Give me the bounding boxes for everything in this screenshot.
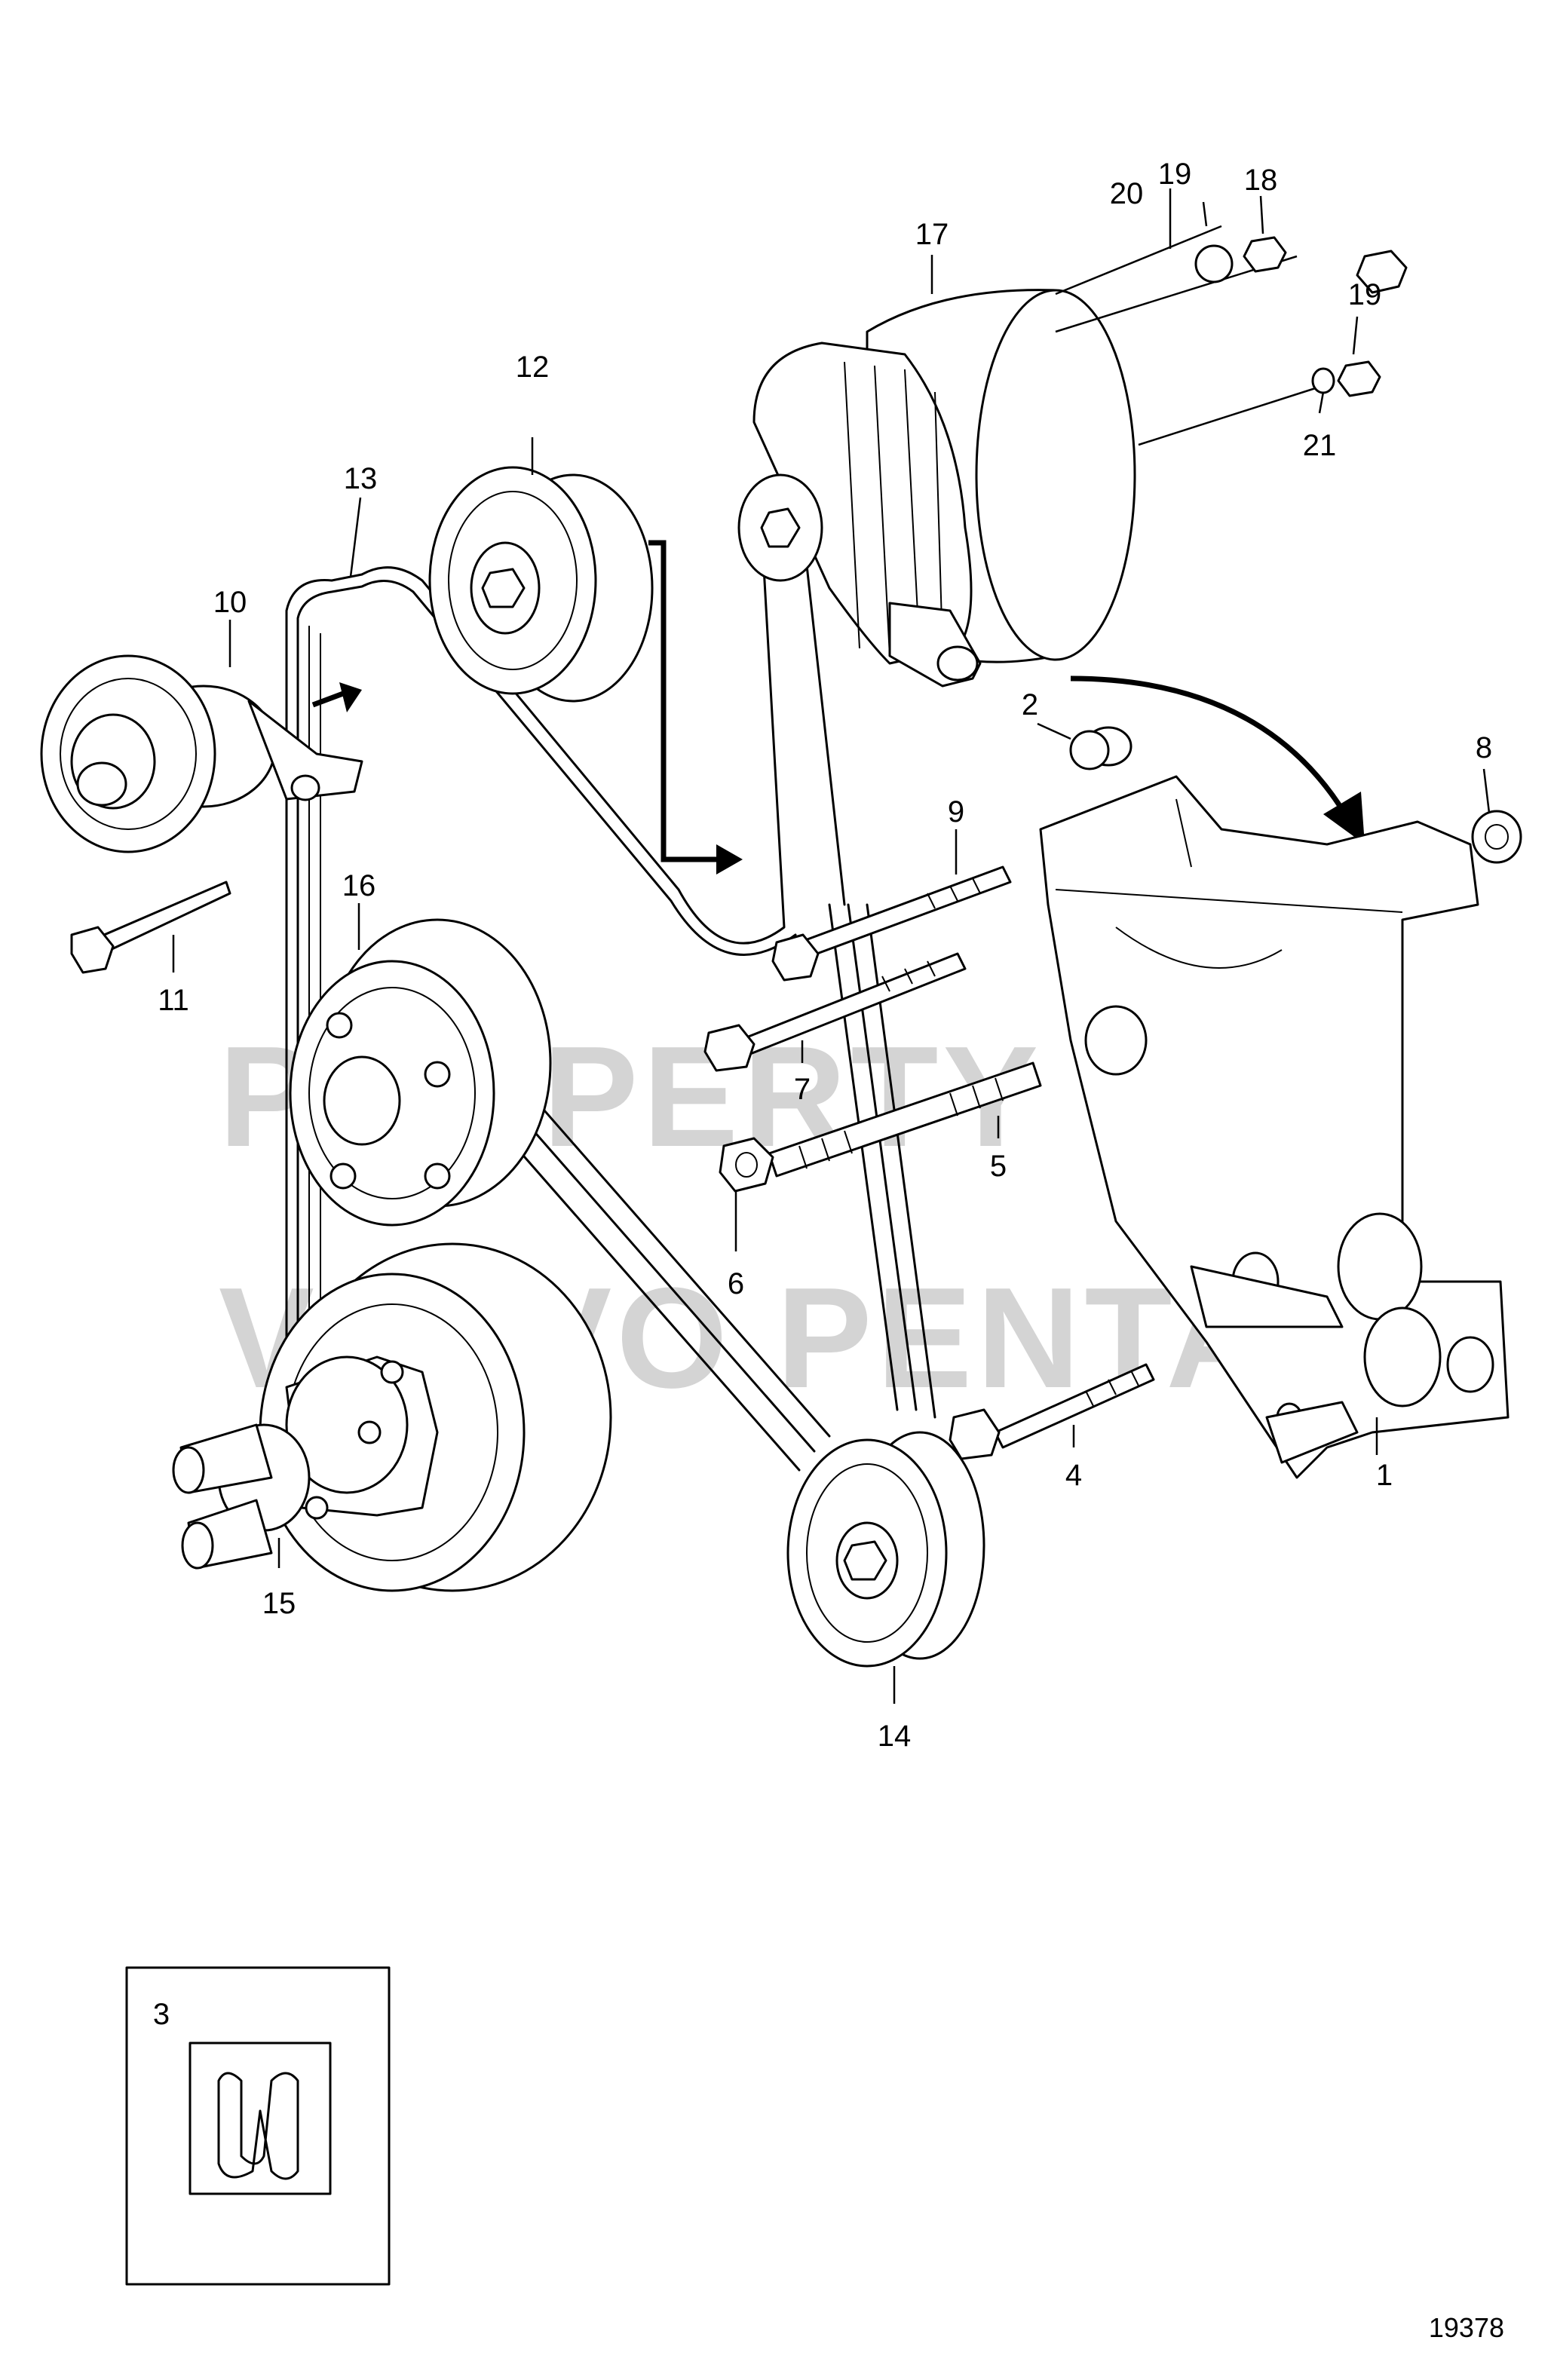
callout-11: 11 bbox=[158, 984, 189, 1017]
stud-5 bbox=[768, 1061, 1042, 1178]
callout-21: 21 bbox=[1303, 429, 1337, 462]
callout-5: 5 bbox=[990, 1150, 1007, 1183]
leader-lines bbox=[172, 188, 1491, 1704]
nut-19-upper bbox=[1243, 236, 1287, 273]
bracket-1 bbox=[1039, 775, 1509, 1479]
bushing-2 bbox=[1069, 726, 1133, 770]
callout-16: 16 bbox=[342, 869, 376, 902]
nut-8 bbox=[1471, 810, 1522, 864]
callout-labels: 1 2 3 4 5 6 7 8 9 10 11 12 13 14 15 16 1… bbox=[153, 158, 1492, 2031]
figure-number: 19378 bbox=[1429, 2312, 1504, 2343]
callout-15: 15 bbox=[262, 1587, 296, 1620]
alternator-hardware bbox=[1055, 225, 1408, 446]
nut-18 bbox=[1356, 250, 1408, 294]
callout-14: 14 bbox=[878, 1720, 912, 1753]
callout-10: 10 bbox=[213, 586, 247, 619]
callout-4: 4 bbox=[1065, 1459, 1082, 1492]
belt-routing-inset-3 bbox=[125, 1966, 391, 2286]
callout-3: 3 bbox=[153, 1998, 170, 2031]
tensioner-pulley-10 bbox=[40, 654, 363, 853]
callout-7: 7 bbox=[794, 1073, 811, 1106]
callout-19-upper: 19 bbox=[1158, 158, 1192, 191]
callout-17: 17 bbox=[915, 218, 949, 251]
water-pump-15 bbox=[172, 1355, 439, 1570]
callout-18: 18 bbox=[1244, 164, 1278, 197]
callout-1: 1 bbox=[1376, 1459, 1393, 1492]
idler-pulley-12 bbox=[428, 466, 654, 703]
callout-20: 20 bbox=[1110, 177, 1144, 210]
callout-6: 6 bbox=[728, 1267, 744, 1300]
callout-13: 13 bbox=[344, 462, 378, 495]
stud-9 bbox=[771, 865, 1012, 982]
alternator-17 bbox=[737, 289, 1136, 688]
bolt-7 bbox=[703, 952, 967, 1072]
callout-8: 8 bbox=[1476, 731, 1492, 764]
star-washer-20 bbox=[1194, 244, 1234, 283]
callout-19-lower: 19 bbox=[1348, 278, 1382, 311]
bolt-11 bbox=[70, 881, 231, 974]
crankshaft-pulley-16 bbox=[289, 918, 552, 1227]
callout-2: 2 bbox=[1022, 688, 1038, 721]
bolt-4 bbox=[949, 1363, 1155, 1460]
callout-12: 12 bbox=[516, 351, 550, 384]
idler-pulley-14 bbox=[786, 1431, 985, 1668]
washer-21 bbox=[1311, 367, 1335, 394]
belt-direction-arrows bbox=[311, 540, 1365, 875]
callout-9: 9 bbox=[948, 795, 964, 829]
nut-6 bbox=[719, 1137, 774, 1193]
nut-19-lower bbox=[1337, 360, 1381, 397]
